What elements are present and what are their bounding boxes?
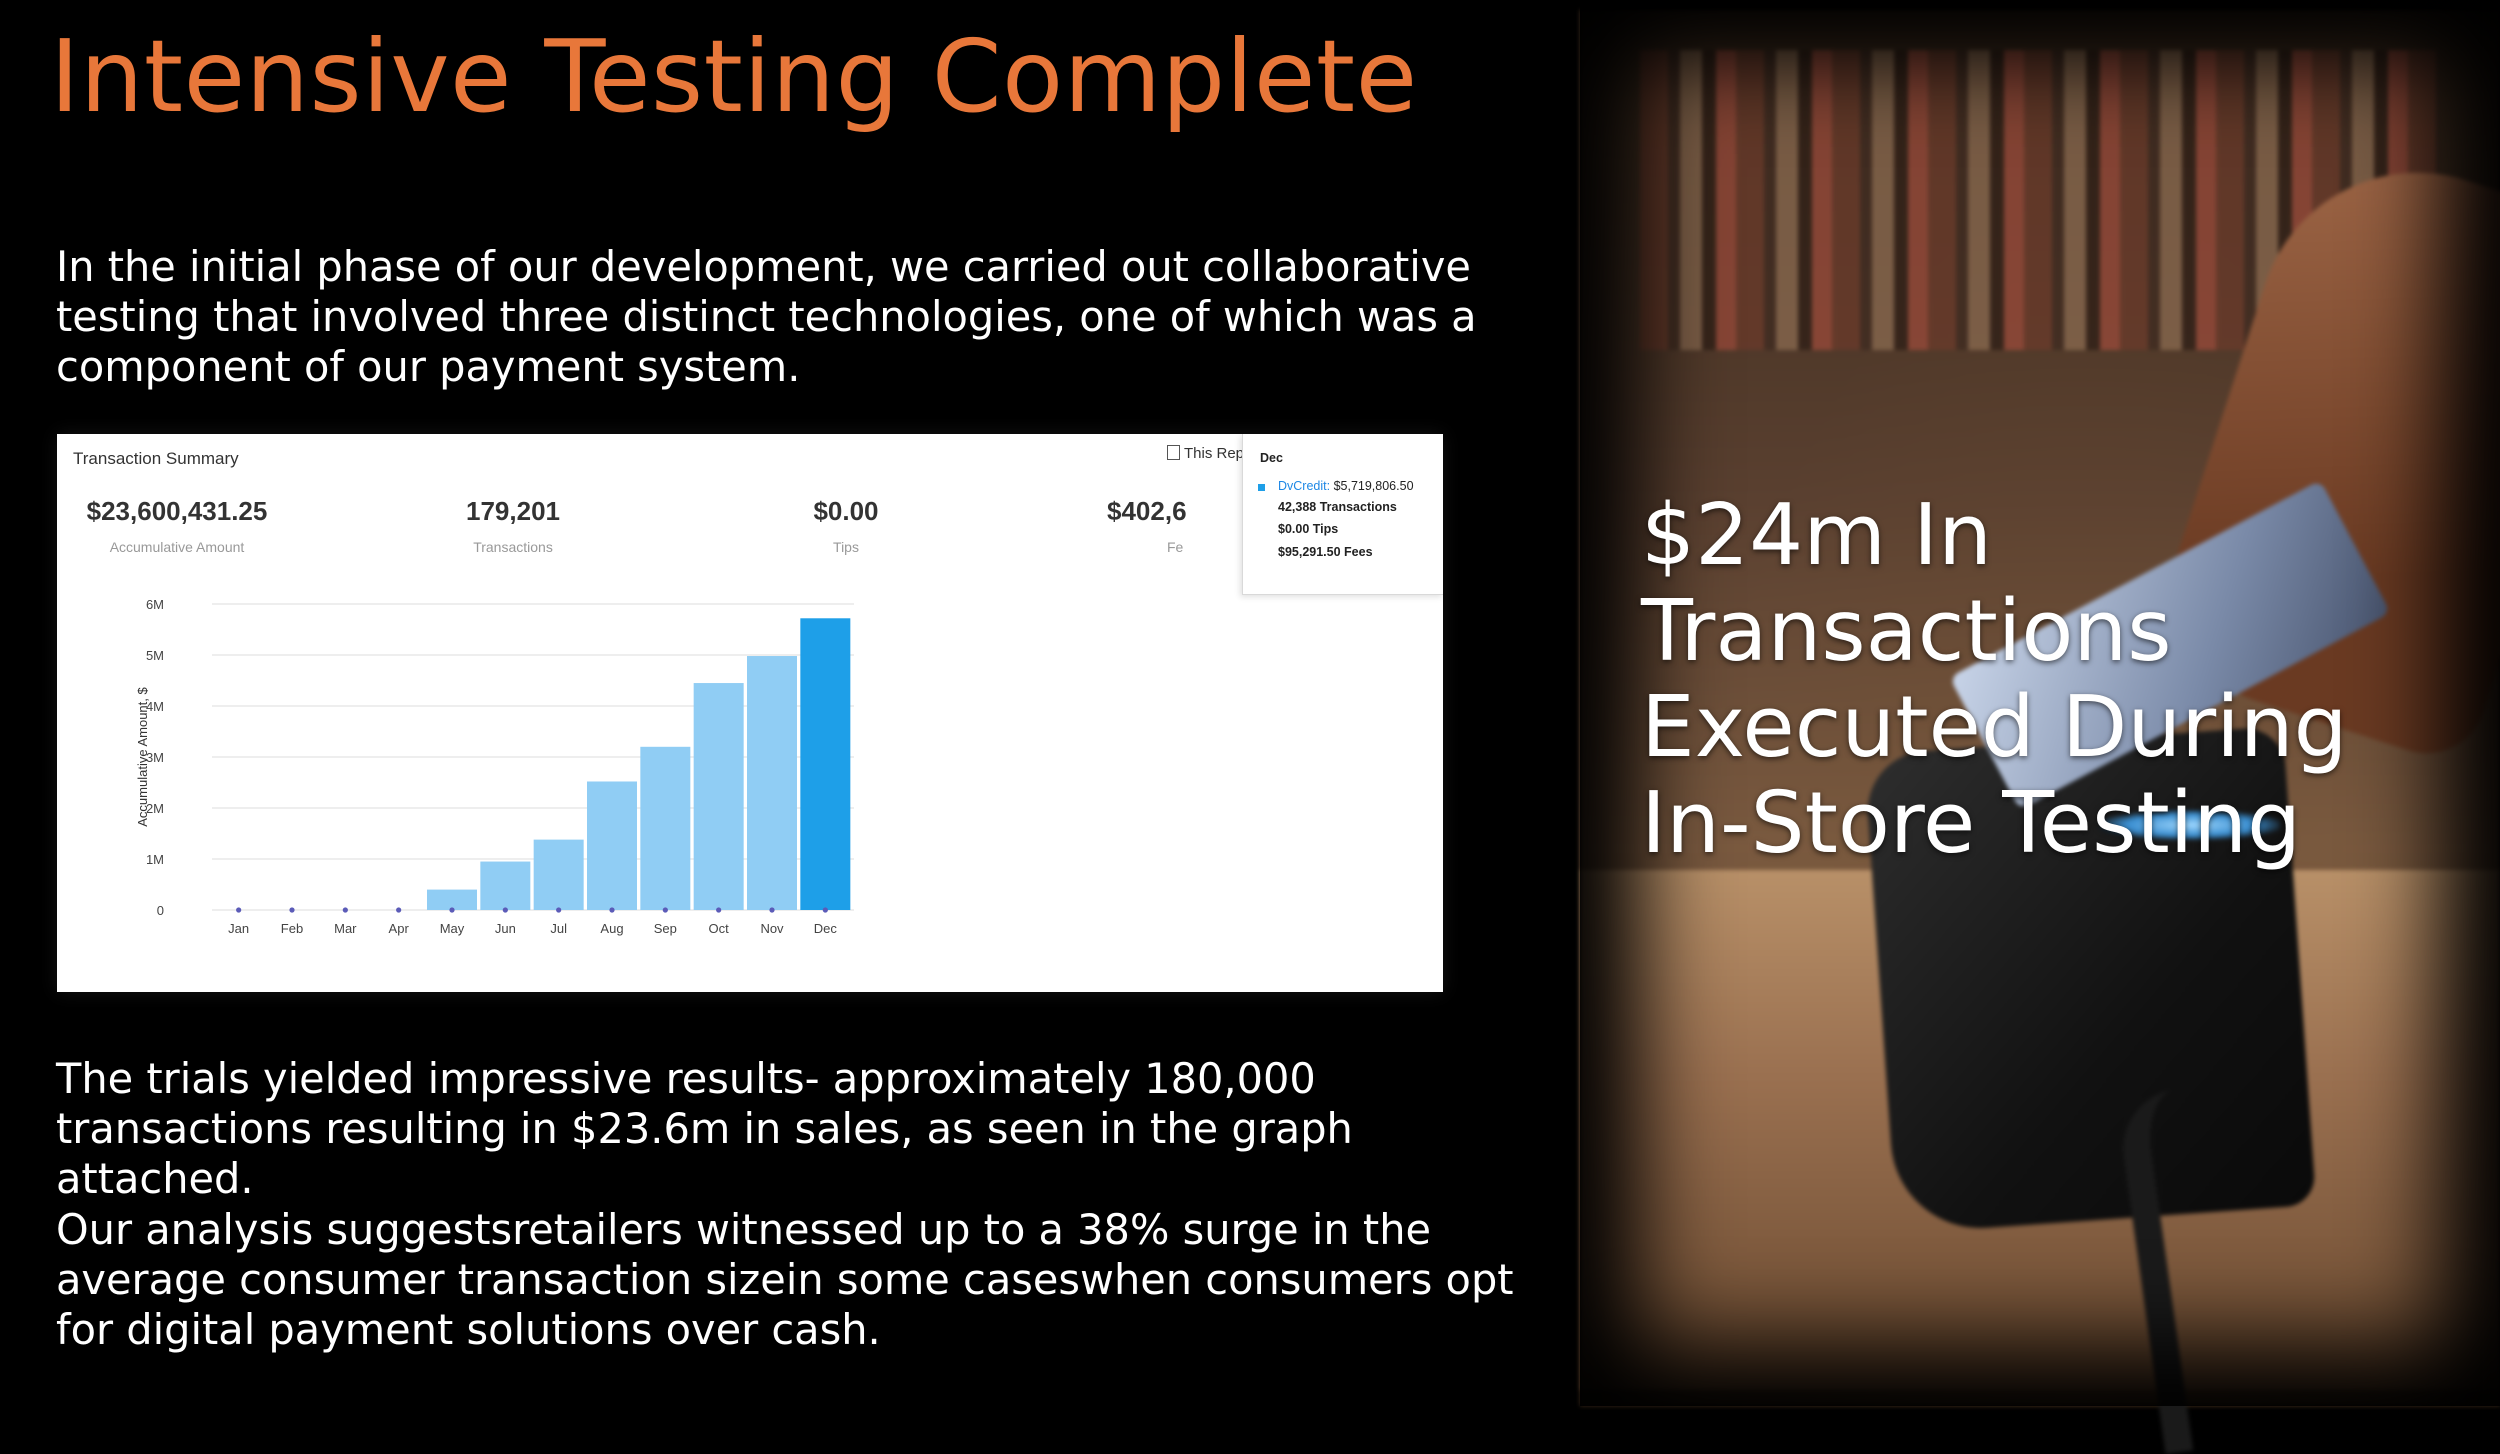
stat-accumulative-amount: $23,600,431.25 Accumulative Amount (57, 496, 297, 555)
stat-label: Tips (833, 539, 859, 555)
data-point (609, 907, 615, 913)
data-point (342, 907, 348, 913)
this-report-button[interactable]: This Rep (1167, 445, 1244, 462)
x-tick-label: Mar (334, 921, 357, 936)
bar-oct (693, 683, 744, 910)
stat-fees: $402,6 Fe (1107, 496, 1307, 555)
stat-label: Transactions (473, 539, 553, 555)
bar-jun (480, 861, 531, 910)
overlay-line: $24m In (1641, 486, 1992, 585)
data-point (502, 907, 508, 913)
intro-paragraph: In the initial phase of our development,… (56, 242, 1477, 391)
results-paragraph: The trials yielded impressive results- a… (56, 1054, 1353, 1203)
stat-label: Fe (1167, 539, 1184, 555)
analysis-paragraph: Our analysis suggestsretailers witnessed… (56, 1205, 1514, 1354)
stat-value: 179,201 (466, 496, 560, 526)
payment-terminal-photo (1580, 10, 2500, 1454)
data-point (822, 907, 828, 913)
x-tick-label: Feb (281, 921, 303, 936)
series-swatch (1258, 484, 1265, 491)
stat-tips: $0.00 Tips (726, 496, 966, 555)
accumulative-amount-chart: 0 1M 2M 3M 4M 5M 6M Accumulative Amount, $ Jan Fe… (135, 597, 854, 936)
x-tick-label: Jul (550, 921, 567, 936)
overlay-line: Transactions (1641, 582, 2172, 681)
bar-aug (587, 781, 637, 910)
y-tick-label: 2M (146, 801, 164, 816)
terminal-light (2100, 810, 2280, 840)
y-tick-label: 0 (157, 903, 164, 918)
data-point (662, 907, 668, 913)
y-tick-label: 1M (146, 852, 164, 867)
data-point (289, 907, 295, 913)
x-tick-label: Dec (814, 921, 838, 936)
x-tick-label: Apr (389, 921, 410, 936)
x-tick-label: Jan (228, 921, 249, 936)
x-tick-label: Aug (600, 921, 623, 936)
y-tick-label: 5M (146, 648, 164, 663)
data-point (769, 907, 775, 913)
data-point (236, 907, 242, 913)
stat-transactions: 179,201 Transactions (393, 496, 633, 555)
stat-value: $0.00 (813, 496, 879, 526)
x-tick-label: Nov (760, 921, 784, 936)
tooltip-series-value: $5,719,806.50 (1333, 479, 1414, 493)
tooltip-month: Dec (1260, 451, 1283, 465)
bar-jul (533, 839, 584, 910)
tooltip-series: DvCredit: $5,719,806.50 (1278, 479, 1414, 493)
overlay-line: In-Store Testing (1641, 774, 2302, 873)
data-point (716, 907, 722, 913)
x-tick-label: Sep (654, 921, 677, 936)
y-tick-label: 6M (146, 597, 164, 612)
y-tick-label: 4M (146, 699, 164, 714)
x-tick-label: May (440, 921, 465, 936)
stat-value: $23,600,431.25 (86, 496, 268, 526)
data-point (396, 907, 402, 913)
y-tick-label: 3M (146, 750, 164, 765)
bar-may (427, 889, 477, 910)
transaction-summary-screenshot: 0 1M 2M 3M 4M 5M 6M Accumulative Amount, $ Jan Fe… (57, 434, 1443, 992)
overlay-headline: $24m In Transactions Executed During In-… (1641, 488, 2441, 872)
data-point (449, 907, 455, 913)
data-point (556, 907, 562, 913)
bar-nov (747, 656, 797, 910)
transaction-summary-title: Transaction Summary (73, 449, 239, 468)
tooltip-fees: $95,291.50 Fees (1278, 545, 1373, 559)
tooltip-tips: $0.00 Tips (1278, 522, 1339, 536)
document-icon (1167, 445, 1180, 460)
tooltip-transactions: 42,388 Transactions (1278, 500, 1397, 514)
x-tick-label: Oct (709, 921, 730, 936)
tooltip-series-name: DvCredit: (1278, 479, 1331, 493)
bar-sep (640, 746, 691, 910)
y-axis-label: Accumulative Amount, $ (135, 687, 150, 827)
overlay-line: Executed During (1641, 678, 2348, 777)
this-report-label: This Rep (1184, 445, 1245, 462)
slide-title: Intensive Testing Complete (50, 18, 1418, 135)
stat-label: Accumulative Amount (109, 539, 245, 555)
stat-value: $402,6 (1107, 496, 1187, 526)
bar-dec (800, 618, 851, 910)
x-tick-label: Jun (495, 921, 516, 936)
chart-tooltip: Dec DvCredit: $5,719,806.50 42,388 Trans… (1242, 434, 1443, 595)
